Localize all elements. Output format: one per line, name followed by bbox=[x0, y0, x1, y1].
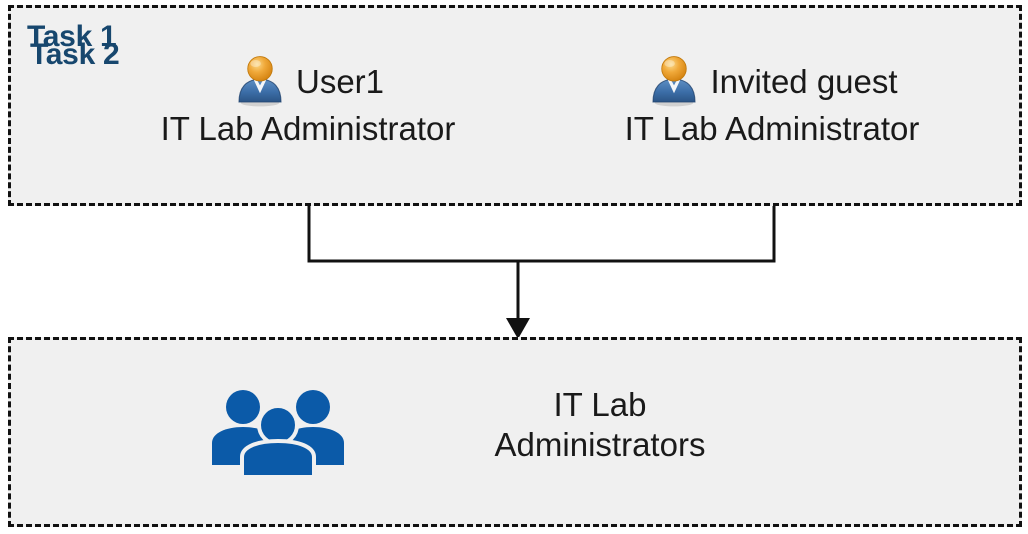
user-icon bbox=[652, 56, 696, 107]
person-role-user1: IT Lab Administrator bbox=[160, 110, 456, 147]
group-of-people-icon bbox=[212, 390, 344, 477]
task-2-container bbox=[8, 337, 1022, 527]
group-name: IT Lab Administrators bbox=[400, 385, 800, 466]
person-entry-user1: User1 IT Lab Administrator bbox=[128, 52, 488, 145]
user-icon bbox=[238, 56, 282, 107]
group-name-line-1: IT Lab bbox=[553, 386, 647, 423]
task-1-label: Task 1 bbox=[27, 20, 117, 53]
person-guest-header: Invited guest bbox=[592, 52, 952, 110]
group-name-line-2: Administrators bbox=[494, 426, 706, 464]
group-icon-wrapper bbox=[208, 385, 348, 477]
task-1-container bbox=[8, 5, 1022, 206]
person-entry-invited-guest: Invited guest IT Lab Administrator bbox=[592, 52, 952, 145]
person-name-invited-guest: Invited guest bbox=[710, 62, 898, 100]
person-role-invited-guest: IT Lab Administrator bbox=[624, 110, 920, 147]
person-name-user1: User1 bbox=[295, 62, 385, 100]
task-2-label: Task 2 bbox=[30, 38, 120, 71]
person-user1-header: User1 bbox=[128, 52, 488, 110]
